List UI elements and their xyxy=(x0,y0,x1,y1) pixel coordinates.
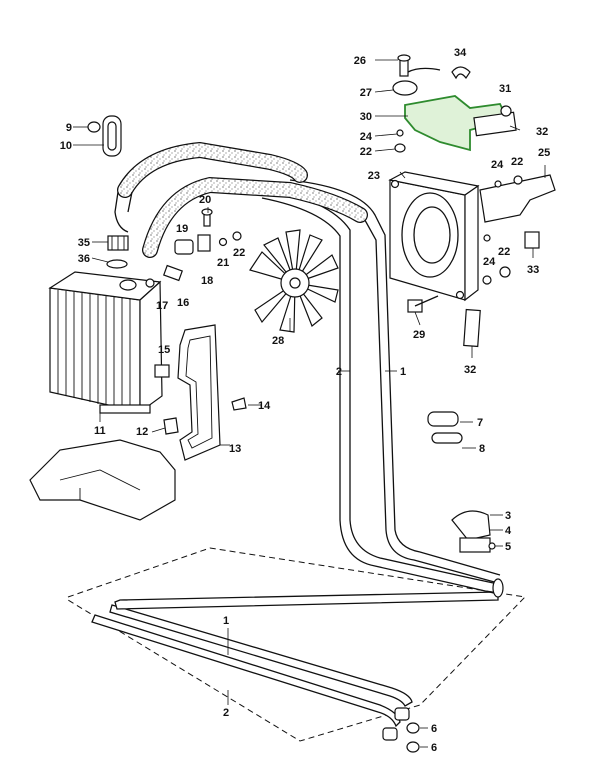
callout-30: 30 xyxy=(360,111,372,123)
callout-33: 33 xyxy=(527,264,539,276)
callout-1: 1 xyxy=(223,615,229,627)
callout-22: 22 xyxy=(511,156,523,168)
callout-3: 3 xyxy=(505,510,511,522)
callout-27: 27 xyxy=(360,87,372,99)
callout-34: 34 xyxy=(454,47,467,59)
fan-shroud xyxy=(388,171,480,302)
motor-bracket-highlighted xyxy=(392,54,517,153)
leader-lines xyxy=(73,59,546,748)
callout-2: 2 xyxy=(336,366,342,378)
callout-26: 26 xyxy=(354,55,366,67)
callout-2: 2 xyxy=(223,707,229,719)
callout-1: 1 xyxy=(400,366,406,378)
callout-17: 17 xyxy=(156,300,168,312)
callout-19: 19 xyxy=(176,223,188,235)
callout-13: 13 xyxy=(229,443,241,455)
callout-5: 5 xyxy=(505,541,511,553)
callout-24: 24 xyxy=(483,256,496,268)
callout-11: 11 xyxy=(94,425,106,437)
fan-blade xyxy=(249,229,339,333)
air-duct xyxy=(29,439,176,521)
underbody-outline xyxy=(67,547,527,742)
callout-14: 14 xyxy=(258,400,271,412)
right-bracket xyxy=(479,174,556,223)
callout-20: 20 xyxy=(199,194,211,206)
callout-24: 24 xyxy=(360,131,373,143)
callout-6: 6 xyxy=(431,742,437,754)
lower-bolts xyxy=(163,397,247,435)
lower-right-brackets xyxy=(407,295,481,348)
sensors xyxy=(145,208,242,288)
callout-4: 4 xyxy=(505,525,512,537)
right-fasteners xyxy=(482,231,540,285)
speckled-hoses xyxy=(114,141,368,258)
callout-16: 16 xyxy=(177,297,189,309)
callout-32: 32 xyxy=(464,364,476,376)
hose-bracket xyxy=(87,115,122,157)
callout-24: 24 xyxy=(491,159,504,171)
callout-15: 15 xyxy=(158,344,170,356)
callout-9: 9 xyxy=(66,122,72,134)
callout-12: 12 xyxy=(136,426,148,438)
radiator xyxy=(48,271,163,414)
callout-21: 21 xyxy=(217,257,229,269)
callout-29: 29 xyxy=(413,329,425,341)
callout-22: 22 xyxy=(498,246,510,258)
callout-28: 28 xyxy=(272,335,284,347)
callout-22: 22 xyxy=(233,247,245,259)
callout-23: 23 xyxy=(368,170,380,182)
grommets xyxy=(427,411,463,444)
pipe-clamp xyxy=(451,510,496,553)
callout-32: 32 xyxy=(536,126,548,138)
callout-35: 35 xyxy=(78,237,90,249)
radiator-seal xyxy=(154,324,221,461)
callout-labels: 26 34 27 31 30 32 24 22 24 22 25 23 9 10… xyxy=(60,47,551,754)
callout-31: 31 xyxy=(499,83,511,95)
callout-8: 8 xyxy=(479,443,485,455)
callout-18: 18 xyxy=(201,275,213,287)
callout-6: 6 xyxy=(431,723,437,735)
callout-10: 10 xyxy=(60,140,72,152)
filler-cap xyxy=(106,235,129,269)
callout-22: 22 xyxy=(360,146,372,158)
callout-36: 36 xyxy=(78,253,90,265)
callout-25: 25 xyxy=(538,147,550,159)
callout-7: 7 xyxy=(477,417,483,429)
